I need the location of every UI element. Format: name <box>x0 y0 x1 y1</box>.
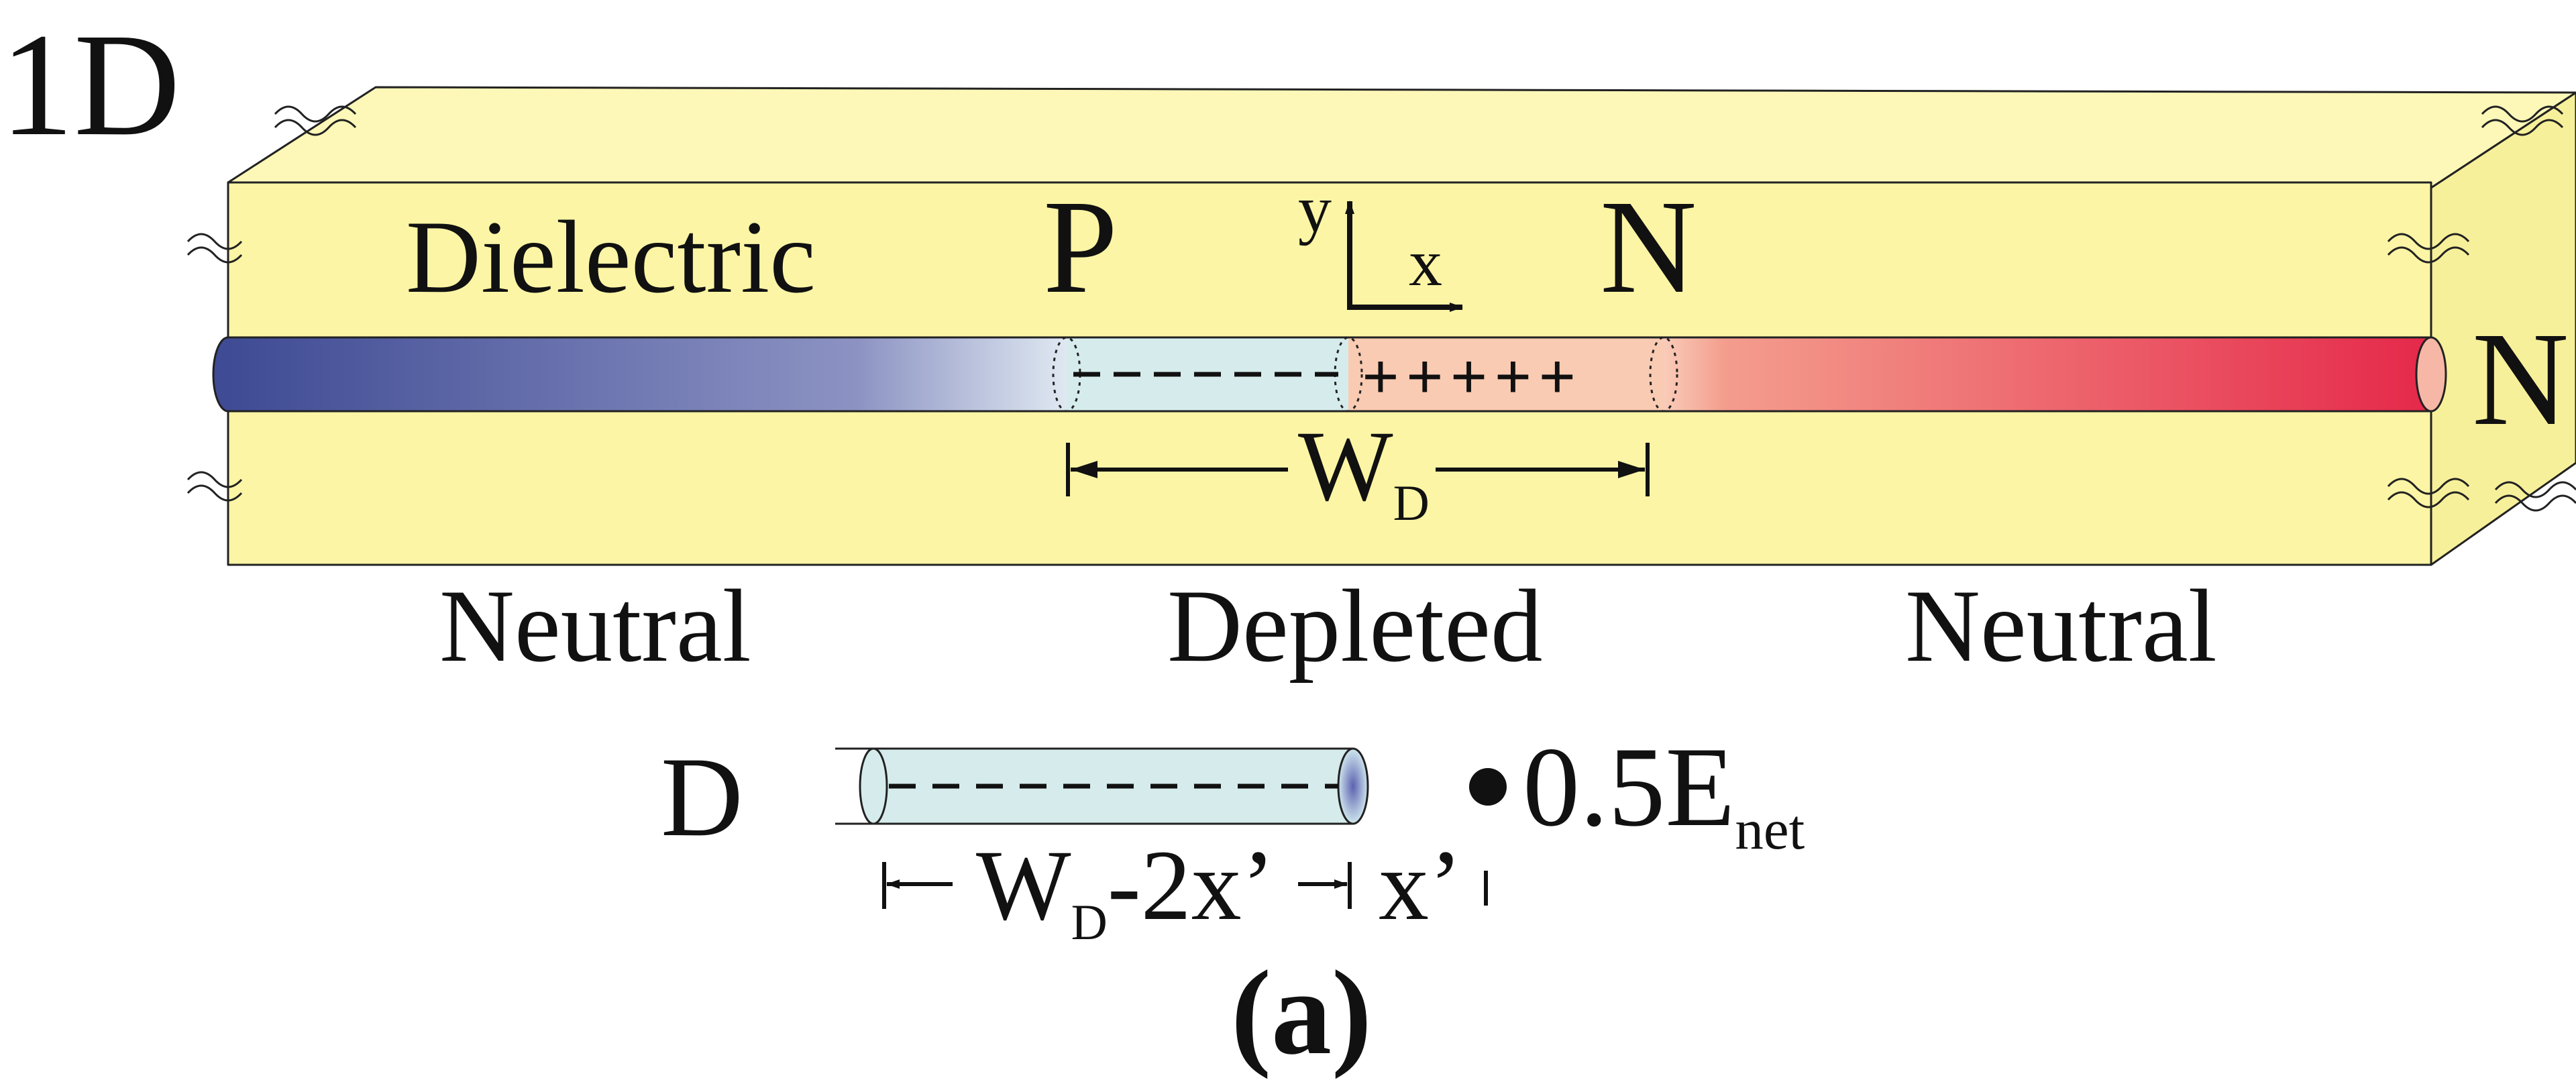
dielectric-label: Dielectric <box>406 199 816 315</box>
n-side-label: N <box>1600 173 1697 321</box>
break-marks <box>186 105 2576 512</box>
offset-label: x’ <box>1379 830 1462 941</box>
depletion-width-label: WD <box>1298 411 1430 531</box>
field-label: 0.5Enet <box>1523 724 1805 861</box>
figure-caption: (a) <box>1231 946 1372 1079</box>
n-neutral-segment <box>1664 337 2431 411</box>
depletion-width-dimension <box>1066 443 1650 496</box>
lower-d-label: D <box>661 734 743 860</box>
lower-width-label: WD-2x’ <box>976 830 1275 951</box>
dimension-label: 1D <box>0 3 180 166</box>
n-end-label: N <box>2472 305 2569 453</box>
cylinder-end-cap <box>1337 747 1369 825</box>
p-neutral-segment <box>228 337 1067 411</box>
region-label-left: Neutral <box>439 568 751 684</box>
region-label-center: Depleted <box>1167 568 1542 684</box>
observation-point <box>1469 768 1507 806</box>
coordinate-axes <box>1345 201 1463 312</box>
slab-top-face <box>227 86 2576 189</box>
region-label-right: Neutral <box>1905 568 2217 684</box>
nanowire <box>212 336 2447 413</box>
wire-right-cap <box>2415 336 2447 413</box>
positive-charges: +++++ <box>1362 341 1582 413</box>
n-depletion-segment <box>1348 337 1664 411</box>
y-axis-label: y <box>1298 172 1332 246</box>
x-axis-label: x <box>1409 225 1442 300</box>
lower-width-dimension <box>882 862 1488 909</box>
depletion-edge-right <box>1649 336 1678 413</box>
p-side-label: P <box>1043 173 1118 321</box>
